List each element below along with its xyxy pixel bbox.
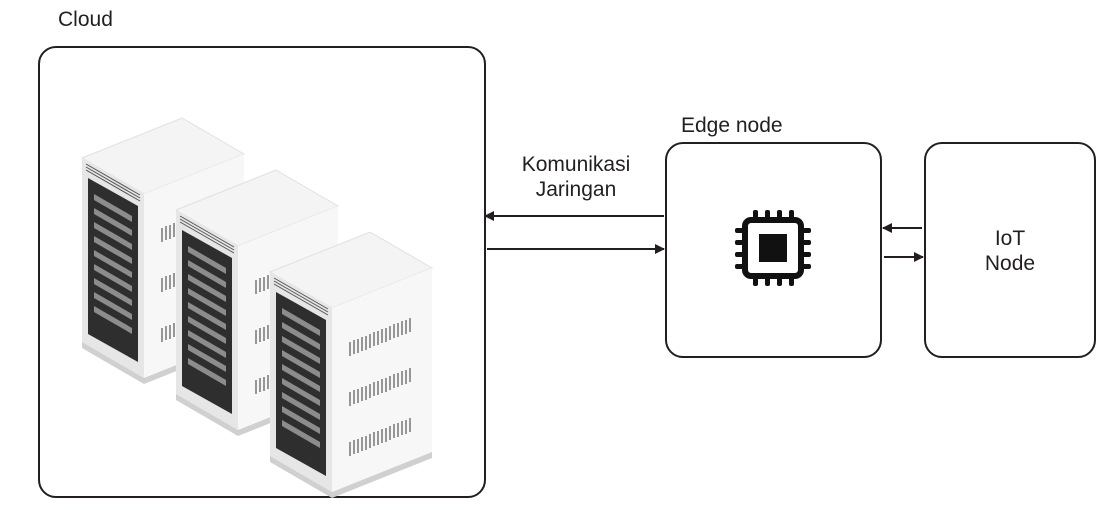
link-label: Komunikasi Jaringan — [496, 152, 656, 202]
link-label-line2: Jaringan — [535, 178, 617, 202]
edge-title: Edge node — [681, 114, 783, 137]
iot-label-line1: IoT — [994, 227, 1026, 250]
cloud-title: Cloud — [58, 8, 113, 31]
edge-box — [665, 142, 882, 358]
iot-label: IoT Node — [926, 226, 1094, 276]
link-label-line1: Komunikasi — [521, 153, 631, 176]
iot-label-line2: Node — [984, 252, 1036, 276]
cloud-box — [38, 46, 486, 498]
iot-box: IoT Node — [924, 142, 1096, 358]
cpu-chip-icon — [735, 210, 811, 286]
